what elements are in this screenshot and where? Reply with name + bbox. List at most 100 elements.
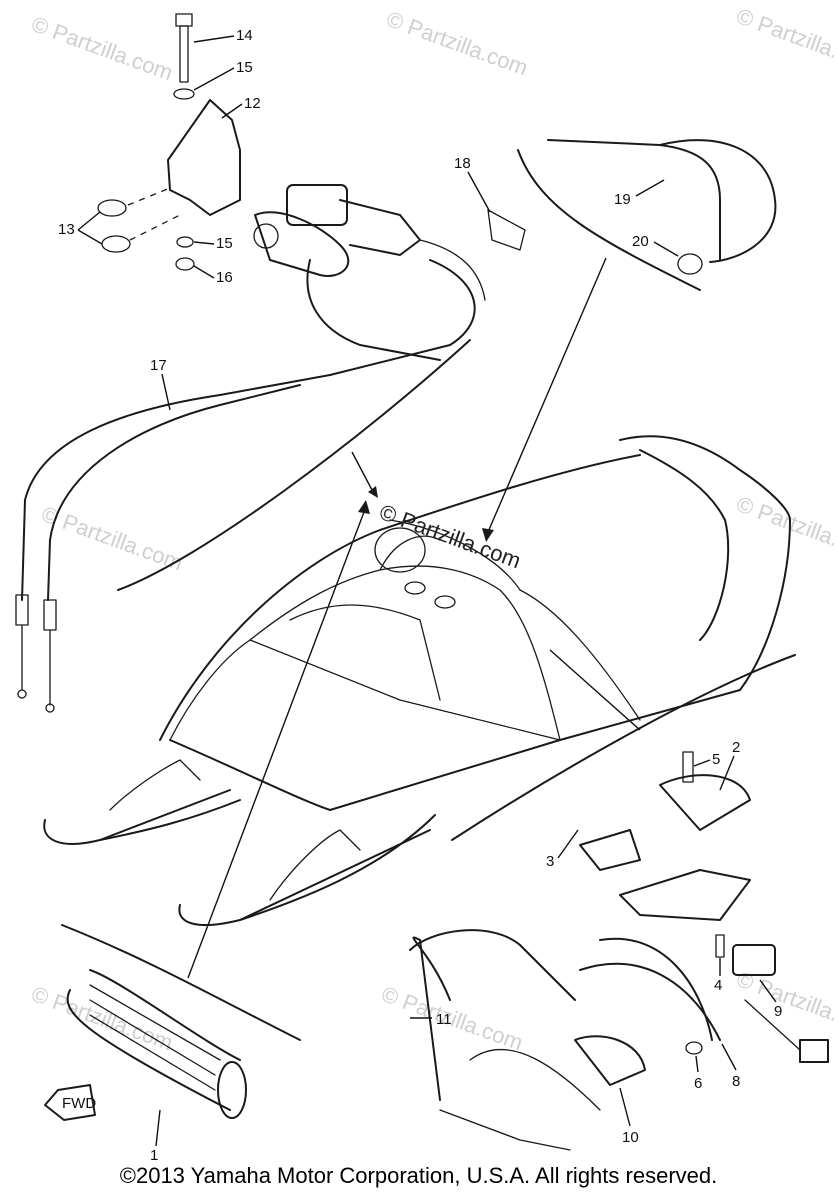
leader-arrows xyxy=(187,257,641,979)
arrow-cable-to-body xyxy=(351,451,373,491)
assembly-line xyxy=(129,214,181,241)
assembly-line xyxy=(127,187,171,206)
seat-rear xyxy=(559,519,791,741)
callout-leader xyxy=(193,35,235,43)
callout-6: 6 xyxy=(694,1075,702,1092)
housing-lead xyxy=(419,239,486,301)
snowmobile-illustration xyxy=(43,435,791,926)
secondary-wire xyxy=(469,1049,601,1111)
part-6-nut xyxy=(685,1041,703,1055)
seat-front xyxy=(639,449,730,641)
divider-line-cables xyxy=(117,339,471,591)
part-13-grommet xyxy=(97,199,127,217)
left-ski xyxy=(43,789,231,845)
callout-leader xyxy=(721,1043,737,1071)
callout-19: 19 xyxy=(614,191,631,208)
section-divider-lines xyxy=(61,149,796,1041)
part-12-bracket xyxy=(167,99,241,216)
hood-top-line xyxy=(159,454,641,741)
arrow-head xyxy=(368,486,378,498)
left-ski-bottom xyxy=(99,799,241,841)
callout-leader xyxy=(719,755,735,791)
part-9-switch xyxy=(732,944,776,976)
handlebar-right xyxy=(519,589,641,721)
grip-outline xyxy=(66,989,231,1111)
part-16-nut xyxy=(175,257,195,271)
callout-8: 8 xyxy=(732,1073,740,1090)
arrow-lever-to-bar xyxy=(549,649,641,731)
callout-17: 17 xyxy=(150,357,167,374)
housing-body xyxy=(254,211,350,277)
cable-upper-a xyxy=(306,259,441,361)
callout-leader xyxy=(221,103,243,119)
part-19-hose-coil xyxy=(659,139,777,263)
callout-1: 1 xyxy=(150,1147,158,1164)
callout-labels: 14 15 12 13 15 16 17 18 19 20 2 5 3 4 9 … xyxy=(58,27,782,1164)
part-15-washer xyxy=(176,236,194,248)
part-20-clamp xyxy=(677,253,703,275)
switch-wire xyxy=(744,999,801,1051)
callout-9: 9 xyxy=(774,1003,782,1020)
part-13-grommet xyxy=(101,235,131,253)
callout-20: 20 xyxy=(632,233,649,250)
brake-lever-assembly xyxy=(409,751,829,1151)
divider-line-grip xyxy=(61,924,301,1041)
gauge-left xyxy=(404,581,426,595)
arrow-hose-to-body xyxy=(487,257,607,533)
part-19-hose xyxy=(547,139,721,261)
hood-vent xyxy=(289,604,441,701)
callout-4: 4 xyxy=(714,977,722,994)
fwd-arrow-shape xyxy=(44,1084,96,1121)
cable-upper-b xyxy=(329,259,476,376)
callout-3: 3 xyxy=(546,853,554,870)
part-15-washer xyxy=(173,88,195,100)
grip-end xyxy=(217,1061,247,1119)
part-1-grip xyxy=(66,969,247,1119)
part-2-cap xyxy=(659,774,751,831)
part-4-pin xyxy=(715,934,725,958)
lever-bracket xyxy=(619,869,751,921)
arrow-head xyxy=(482,528,494,542)
cable-left-outer xyxy=(21,374,331,601)
callout-leader xyxy=(557,829,579,859)
cable-end-fitting xyxy=(43,599,57,631)
cable-end xyxy=(45,703,55,713)
cable-end xyxy=(17,689,27,699)
callout-leader xyxy=(759,979,777,1003)
divider-line-hose xyxy=(517,149,701,291)
callout-leader xyxy=(161,373,171,411)
part-3-cover xyxy=(579,829,641,871)
callout-15: 15 xyxy=(216,235,233,252)
hood-windscreen xyxy=(249,565,561,741)
callout-leader xyxy=(635,179,665,197)
right-ski-leg xyxy=(269,829,361,901)
callout-13: 13 xyxy=(58,221,75,238)
gauge-right xyxy=(434,595,456,609)
handlebar-post xyxy=(374,527,426,573)
watermark: © Partzilla.com xyxy=(28,11,176,85)
callout-leader xyxy=(193,241,215,245)
callout-10: 10 xyxy=(622,1129,639,1146)
part-8-lever xyxy=(579,962,721,1041)
callout-5: 5 xyxy=(712,751,720,768)
callout-leader xyxy=(77,211,101,231)
callout-leader xyxy=(77,229,103,245)
grip-texture xyxy=(89,984,221,1091)
watermark: © Partzilla.com xyxy=(38,501,186,575)
arrow-grip-to-bar xyxy=(187,511,365,979)
bolt-head xyxy=(175,13,193,27)
callout-11: 11 xyxy=(436,1011,452,1028)
watermark-center: © Partzilla.com xyxy=(376,499,524,573)
part-17-cables xyxy=(15,259,476,713)
bolt-shank xyxy=(179,25,189,83)
fwd-label: FWD xyxy=(62,1095,96,1112)
callout-leader xyxy=(193,265,215,279)
callout-2: 2 xyxy=(732,739,740,756)
callout-leader xyxy=(653,241,679,257)
copyright-notice: ©2013 Yamaha Motor Corporation, U.S.A. A… xyxy=(119,1163,718,1188)
body-lower-edge xyxy=(169,739,561,811)
watermark: © Partzilla.com xyxy=(378,981,526,1055)
fwd-arrow: FWD xyxy=(44,1084,96,1121)
